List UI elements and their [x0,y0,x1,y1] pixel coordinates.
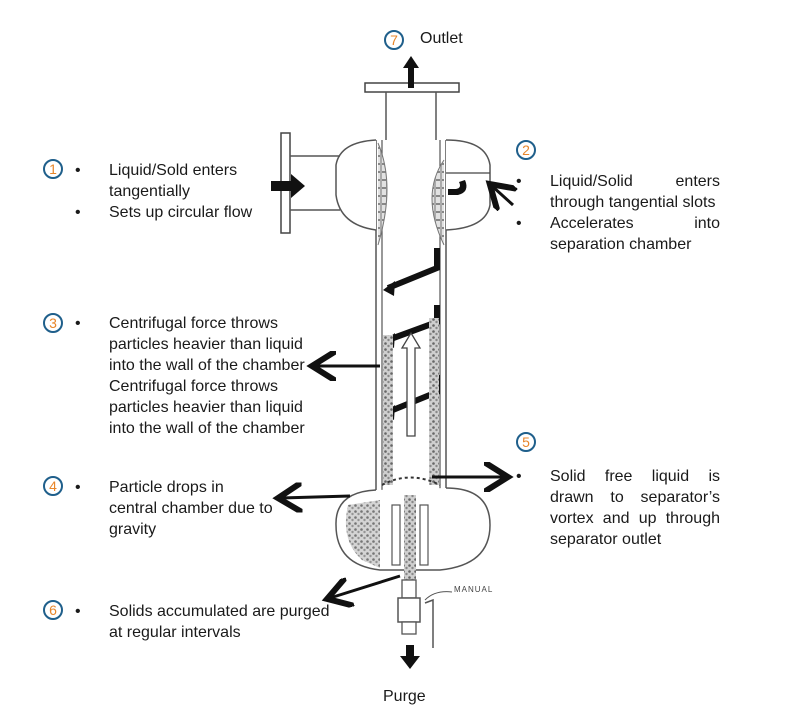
lower-chamber [335,476,491,580]
step-2-bullet: Liquid/Solid enters through tangential s… [516,171,720,213]
arrow-step-2 [492,186,513,205]
step-4-note: Particle drops in central chamber due to… [75,477,275,540]
purge-valve [397,579,453,648]
purge-label: Purge [383,688,426,705]
step-6-note: Solids accumulated are purged at regular… [75,601,345,643]
outlet-label: Outlet [420,30,463,47]
step-1-bullet: Liquid/Sold enters tangentially [75,160,285,202]
callout-arrows [281,186,513,598]
step-badge-1: 1 [43,159,63,179]
arrow-step-6 [330,574,401,598]
upward-flow-arrow-icon [400,331,422,437]
step-1-bullet: Sets up circular flow [75,202,285,223]
purge-arrow-icon [400,645,420,669]
step-badge-2: 2 [516,140,536,160]
arrow-step-4 [281,496,351,498]
step-6-bullet: Solids accumulated are purged at regular… [75,601,345,643]
manual-valve-label: MANUAL [454,585,494,594]
outlet-arrow-icon [403,56,419,88]
step-5-note: Solid free liquid is drawn to separator’… [516,466,720,550]
step-3-note: Centrifugal force throws particles heavi… [75,313,321,439]
step-badge-4: 4 [43,476,63,496]
step-badge-6: 6 [43,600,63,620]
step-1-note: Liquid/Sold enters tangentially Sets up … [75,160,285,223]
step-2-note: Liquid/Solid enters through tangential s… [516,171,720,255]
step-badge-3: 3 [43,313,63,333]
inlet-head [335,139,491,246]
tangential-slot-arrow-icon [448,180,467,195]
step-badge-5: 5 [516,432,536,452]
step-5-bullet: Solid free liquid is drawn to separator’… [516,466,720,550]
step-4-bullet: Particle drops in central chamber due to… [75,477,275,540]
particle-layers [383,318,439,485]
step-badge-7: 7 [384,30,404,50]
step-3-bullet: Centrifugal force throws particles heavi… [75,313,321,439]
step-2-bullet: Accelerates into separation chamber [516,213,720,255]
